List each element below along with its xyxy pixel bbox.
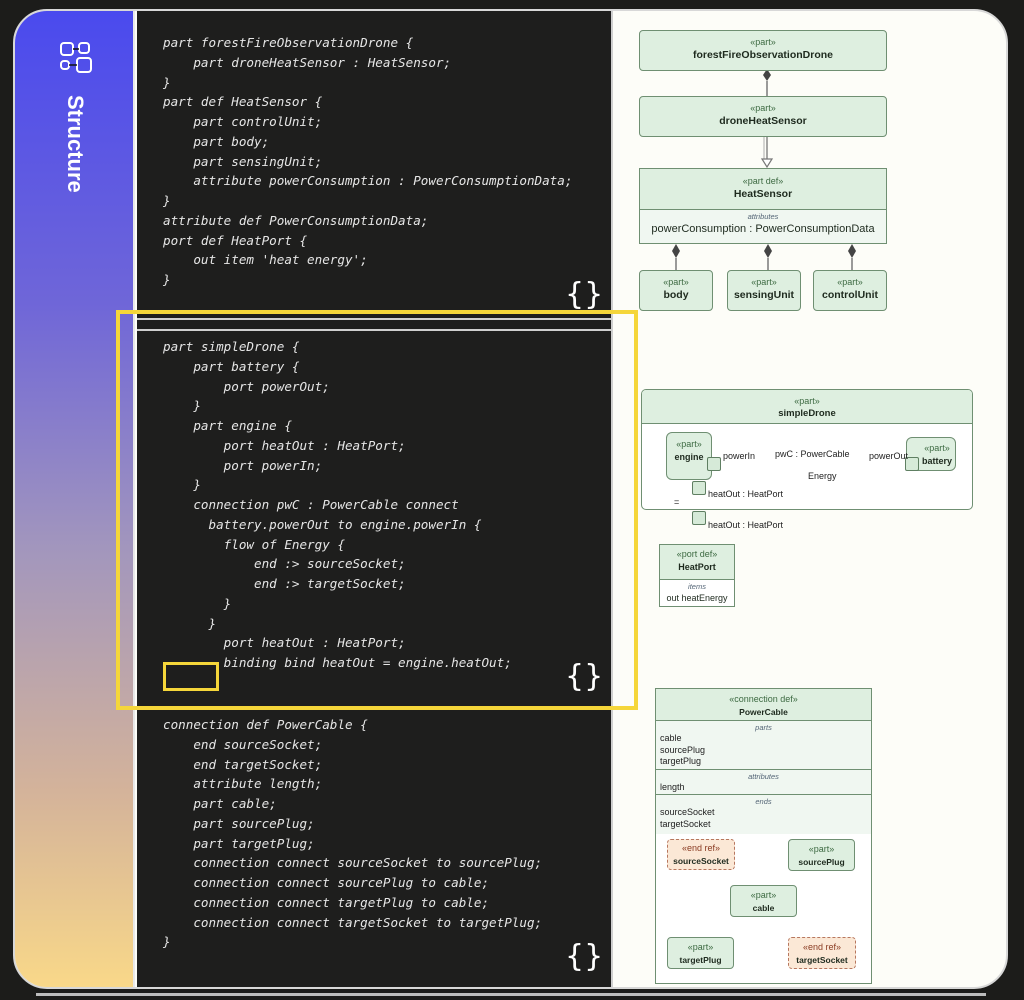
label-connection: pwC : PowerCable	[775, 449, 850, 459]
port-engine-heat-out[interactable]	[692, 481, 706, 495]
label-power-out: powerOut	[869, 451, 909, 461]
code-block-drone: part forestFireObservationDrone { part d…	[137, 11, 613, 318]
stereotype: «part def»	[742, 176, 784, 186]
port-power-out[interactable]	[905, 457, 919, 471]
stereotype: «part»	[750, 890, 777, 900]
structure-card: Structure part forestFireObservationDron…	[13, 9, 1008, 989]
attribute-item: powerConsumption : PowerConsumptionData	[651, 223, 875, 235]
code-text: part simpleDrone { part battery { port p…	[163, 339, 512, 670]
node-name: sensingUnit	[733, 289, 795, 301]
node-heat-port-def[interactable]: «port def» HeatPort items out heatEnergy	[659, 544, 735, 607]
node-name: forestFireObservationDrone	[692, 49, 834, 61]
label-flow: Energy	[808, 471, 837, 481]
diagram-panel: «part» forestFireObservationDrone «part»…	[615, 11, 1006, 987]
stereotype: «part»	[750, 37, 776, 47]
node-name: sourceSocket	[673, 856, 729, 866]
node-name: PowerCable	[739, 707, 788, 717]
stereotype: «part»	[676, 439, 702, 449]
stereotype: «part»	[751, 277, 777, 287]
sidebar: Structure	[15, 11, 135, 987]
stereotype: «end ref»	[802, 942, 842, 952]
node-target-plug[interactable]: «part» targetPlug	[667, 937, 734, 969]
node-drone-heat-sensor[interactable]: «part» droneHeatSensor	[639, 96, 887, 137]
compartment-title: attributes	[747, 212, 779, 221]
stereotype: «part»	[794, 396, 820, 406]
node-forest-fire-drone[interactable]: «part» forestFireObservationDrone	[639, 30, 887, 71]
braces-icon[interactable]: {}	[565, 939, 604, 974]
part-item: targetPlug	[660, 756, 702, 766]
label-outer-heat-out: heatOut : HeatPort	[708, 520, 784, 530]
bottom-rule	[36, 993, 986, 996]
end-item: targetSocket	[660, 818, 711, 829]
port-heat-out[interactable]	[692, 511, 706, 525]
part-item: sourcePlug	[660, 744, 706, 755]
node-source-socket[interactable]: «end ref» sourceSocket	[667, 839, 735, 870]
code-block-simple-drone: part simpleDrone { part battery { port p…	[137, 329, 613, 709]
braces-icon[interactable]: {}	[565, 277, 604, 312]
node-name: HeatSensor	[733, 188, 793, 200]
node-power-cable-def[interactable]: «connection def» PowerCable parts cable …	[655, 688, 872, 984]
node-name: battery	[921, 456, 952, 466]
node-engine[interactable]: «part» engine	[666, 432, 712, 480]
compartment-title: items	[688, 582, 706, 591]
part-item: cable	[660, 733, 682, 743]
code-block-power-cable: connection def PowerCable { end sourceSo…	[137, 711, 613, 987]
stereotype: «end ref»	[681, 843, 721, 853]
parts-compartment: parts cable sourcePlug targetPlug	[656, 720, 871, 769]
compartment-title: ends	[755, 797, 772, 806]
braces-icon[interactable]: {}	[565, 659, 604, 694]
stereotype: «port def»	[676, 549, 718, 559]
node-heat-sensor-def[interactable]: «part def» HeatSensor attributes powerCo…	[639, 168, 887, 244]
stereotype: «part»	[924, 443, 950, 453]
items-compartment: items out heatEnergy	[660, 579, 734, 606]
node-name: controlUnit	[822, 289, 878, 301]
stereotype: «connection def»	[729, 694, 798, 704]
node-name: targetPlug	[679, 955, 722, 965]
node-name: targetSocket	[796, 955, 848, 965]
node-name: body	[663, 289, 689, 301]
node-body[interactable]: «part» body	[639, 270, 713, 311]
port-power-in[interactable]	[707, 457, 721, 471]
attributes-compartment: attributes powerConsumption : PowerConsu…	[640, 209, 886, 243]
node-name: droneHeatSensor	[719, 115, 807, 127]
node-source-plug[interactable]: «part» sourcePlug	[788, 839, 855, 871]
stereotype: «part»	[663, 277, 689, 287]
label-power-in: powerIn	[723, 451, 756, 461]
compartment-title: parts	[755, 723, 772, 732]
end-item: sourceSocket	[660, 807, 715, 817]
stereotype: «part»	[837, 277, 863, 287]
sidebar-title: Structure	[63, 95, 88, 193]
stereotype: «part»	[750, 103, 776, 113]
node-control-unit[interactable]: «part» controlUnit	[813, 270, 887, 311]
code-text: connection def PowerCable { end sourceSo…	[163, 717, 543, 950]
ends-compartment: ends sourceSocket targetSocket	[656, 794, 871, 834]
code-panel: part forestFireObservationDrone { part d…	[137, 11, 613, 987]
node-cable[interactable]: «part» cable	[730, 885, 797, 917]
compartment-title: attributes	[748, 772, 779, 781]
attribute-item: length	[660, 782, 685, 792]
divider	[137, 318, 613, 320]
structure-nodes-icon	[60, 42, 92, 73]
node-name: simpleDrone	[778, 408, 836, 419]
node-name: cable	[752, 903, 775, 913]
node-name: engine	[674, 452, 704, 462]
binding-symbol: =	[674, 497, 680, 507]
stereotype: «part»	[687, 942, 714, 952]
attributes-compartment: attributes length	[656, 769, 871, 794]
node-sensing-unit[interactable]: «part» sensingUnit	[727, 270, 801, 311]
node-name: HeatPort	[678, 562, 716, 572]
node-target-socket[interactable]: «end ref» targetSocket	[788, 937, 856, 969]
code-text: part forestFireObservationDrone { part d…	[163, 35, 573, 287]
item: out heatEnergy	[666, 593, 728, 603]
label-inner-heat-out: heatOut : HeatPort	[708, 489, 784, 499]
stereotype: «part»	[808, 844, 835, 854]
node-name: sourcePlug	[798, 857, 845, 867]
